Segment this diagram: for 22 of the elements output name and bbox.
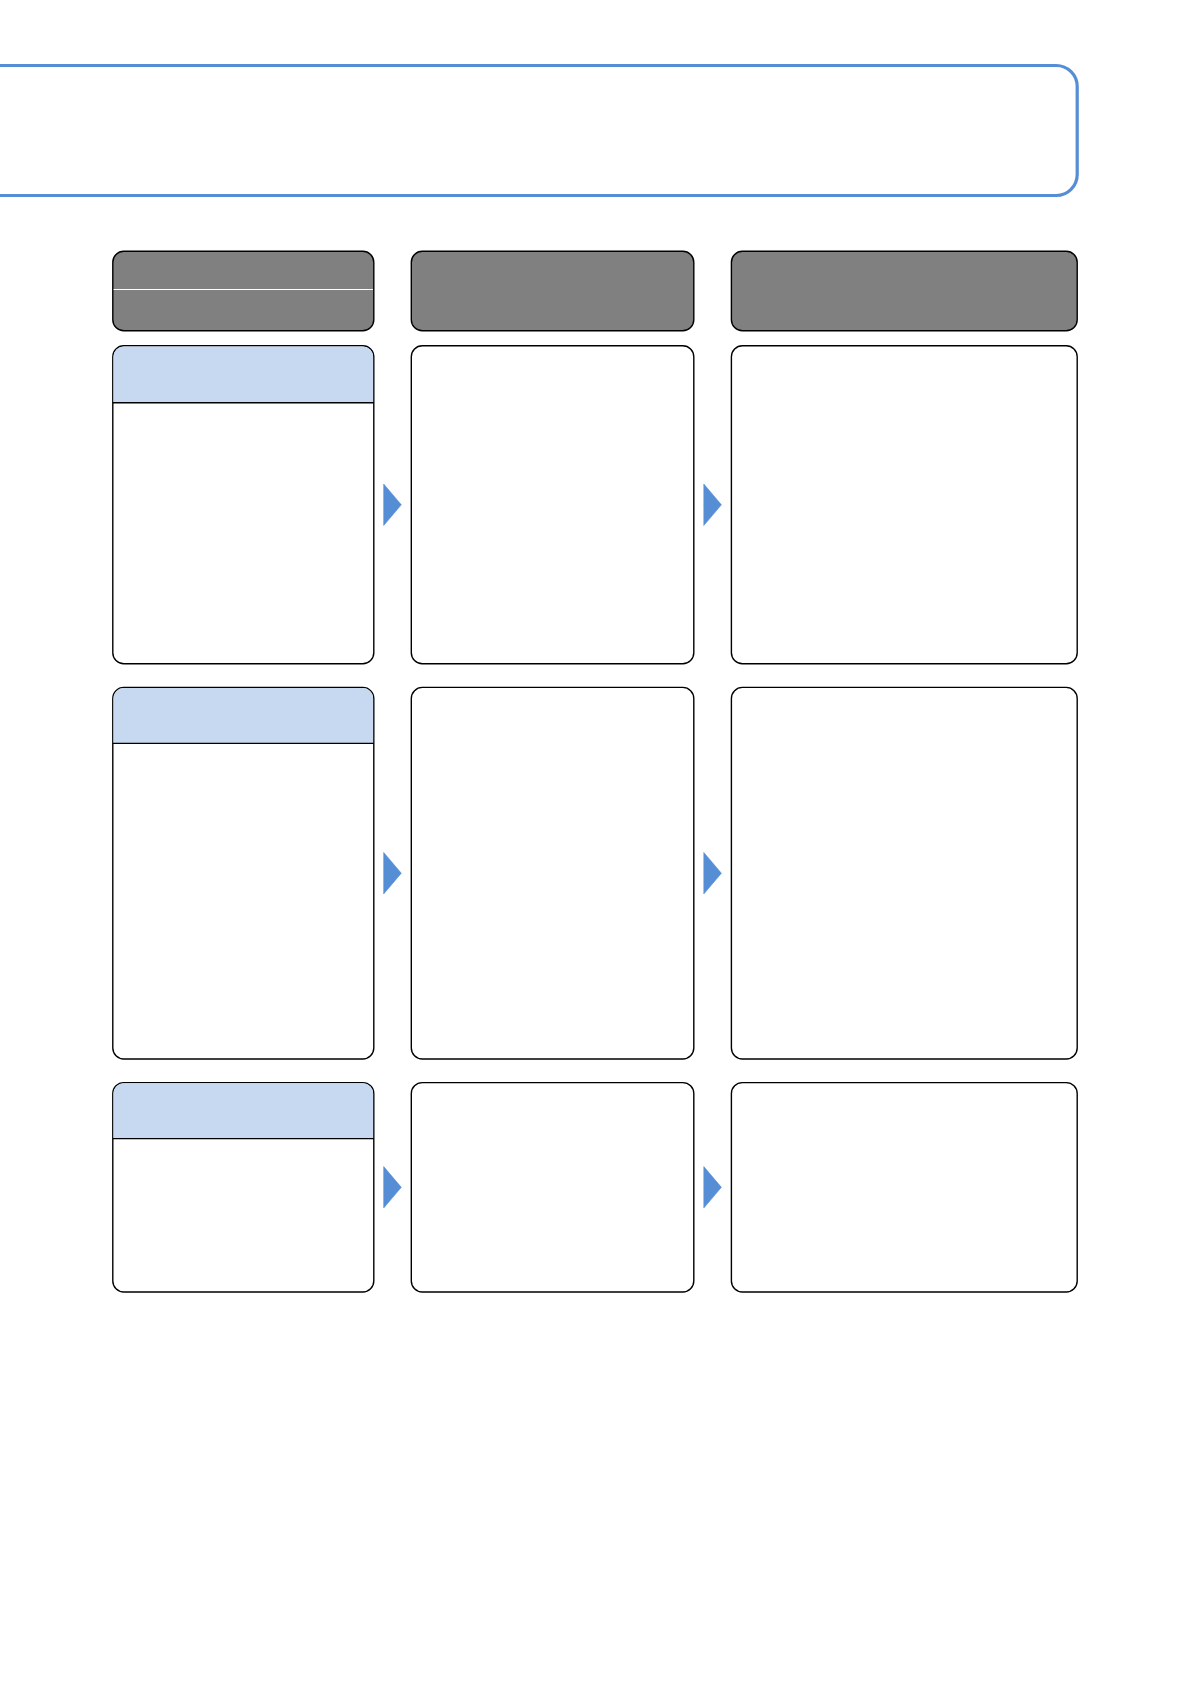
- column-header-box: [410, 250, 695, 332]
- title-banner: [0, 63, 1079, 198]
- header-band: [112, 1083, 375, 1140]
- header-band: [112, 688, 375, 745]
- chevron-arrow: [703, 1166, 722, 1209]
- content-box: [112, 686, 375, 1060]
- column-header-box: [730, 250, 1078, 332]
- chevron-arrow: [703, 852, 722, 895]
- chevron-arrow: [703, 483, 722, 526]
- content-box: [410, 1081, 695, 1293]
- content-box: [410, 686, 695, 1060]
- chevron-arrow: [383, 483, 402, 526]
- content-box: [730, 1081, 1078, 1293]
- content-box: [730, 345, 1078, 665]
- chevron-arrow: [383, 852, 402, 895]
- content-box: [730, 686, 1078, 1060]
- column-header-box: [112, 250, 375, 332]
- chevron-arrow: [383, 1166, 402, 1209]
- content-box: [112, 1081, 375, 1293]
- content-box: [410, 345, 695, 665]
- header-band: [112, 346, 375, 404]
- content-box: [112, 345, 375, 665]
